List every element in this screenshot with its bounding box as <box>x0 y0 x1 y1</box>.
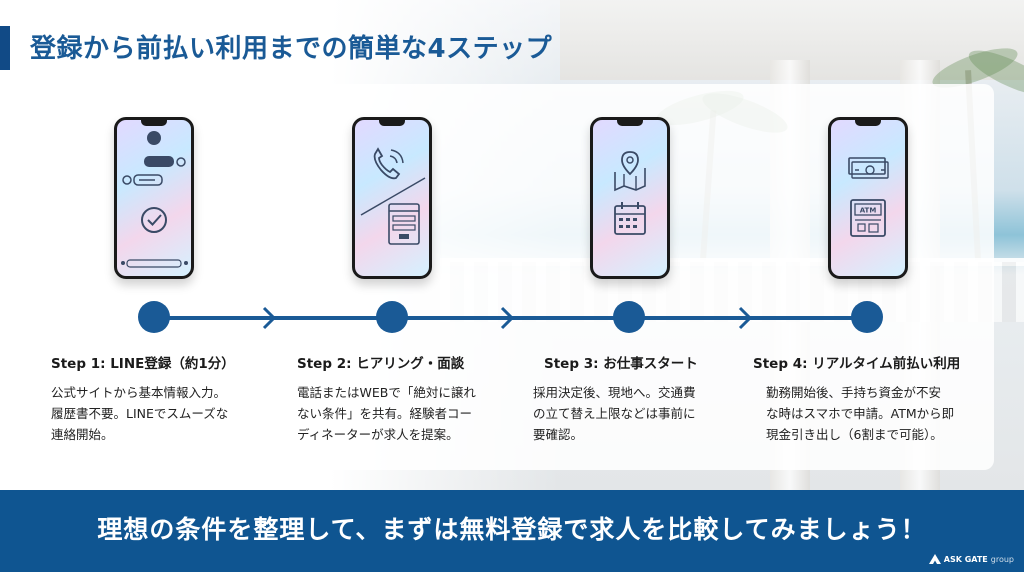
step-2-description: 電話またはWEBで「絶対に譲れ ない条件」を共有。経験者コー ディネーターが求人… <box>297 382 476 445</box>
chevron-right-icon <box>500 306 515 330</box>
brand-mark-icon <box>928 554 941 564</box>
phone-notch <box>855 120 881 126</box>
timeline-dot-step-1 <box>138 301 170 333</box>
step-1-title: Step 1: LINE登録（約1分） <box>51 356 235 372</box>
brand-name: ASK GATE <box>943 554 988 564</box>
chevron-right-icon <box>262 306 277 330</box>
step-3-title: Step 3: お仕事スタート <box>544 356 698 372</box>
step-4-line: な時はスマホで申請。ATMから即 <box>766 406 955 421</box>
timeline-dot-step-4 <box>851 301 883 333</box>
phone-step-2 <box>352 117 432 279</box>
step-3-line: 要確認。 <box>533 427 584 442</box>
step-1-line: 公式サイトから基本情報入力。 <box>51 385 227 400</box>
step-3-line: の立て替え上限などは事前に <box>533 406 696 421</box>
calendar-icon <box>614 202 646 235</box>
step-4-title: Step 4: リアルタイム前払い利用 <box>753 356 961 372</box>
brand-suffix: group <box>990 554 1014 564</box>
atm-label: ATM <box>860 207 877 215</box>
phone-notch <box>617 120 643 126</box>
phone-notch <box>379 120 405 126</box>
step-2-line: 電話またはWEBで「絶対に譲れ <box>297 385 476 400</box>
brand-logo: ASK GATE group <box>928 554 1014 564</box>
footer-banner: 理想の条件を整理して、まずは無料登録で求人を比較してみましょう！ ASK GAT… <box>0 490 1024 572</box>
phone-step-1 <box>114 117 194 279</box>
step-2-line: ない条件」を共有。経験者コー <box>297 406 473 421</box>
call-to-action-text: 理想の条件を整理して、まずは無料登録で求人を比較してみましょう！ <box>97 515 927 544</box>
step-2-line: ディネーターが求人を提案。 <box>297 427 459 442</box>
step-4-line: 勤務開始後、手持ち資金が不安 <box>766 385 942 400</box>
step-4-description: 勤務開始後、手持ち資金が不安 な時はスマホで申請。ATMから即 現金引き出し（6… <box>766 382 954 445</box>
map-pin-icon <box>614 151 646 192</box>
title-accent-bar <box>0 26 10 70</box>
step-1-line: 履歴書不要。LINEでスムーズな <box>51 406 229 421</box>
phone-step-4: ATM <box>828 117 908 279</box>
phone-step-3 <box>590 117 670 279</box>
step-2-title: Step 2: ヒアリング・面談 <box>297 356 465 372</box>
page-title: 登録から前払い利用までの簡単な4ステップ <box>30 34 553 64</box>
phone-call-icon <box>360 147 426 216</box>
step-1-line: 連絡開始。 <box>51 427 114 442</box>
phone-notch <box>141 120 167 126</box>
cash-icon <box>848 157 889 179</box>
step-4-line: 現金引き出し（6割まで可能）。 <box>766 427 943 442</box>
timeline-dot-step-2 <box>376 301 408 333</box>
timeline-dot-step-3 <box>613 301 645 333</box>
step-3-line: 採用決定後、現地へ。交通費 <box>533 385 696 400</box>
chat-icon <box>121 131 188 268</box>
web-form-icon <box>388 203 420 245</box>
step-1-description: 公式サイトから基本情報入力。 履歴書不要。LINEでスムーズな 連絡開始。 <box>51 382 228 445</box>
step-3-description: 採用決定後、現地へ。交通費 の立て替え上限などは事前に 要確認。 <box>533 382 696 445</box>
check-circle-icon <box>141 207 167 233</box>
atm-icon: ATM <box>850 199 886 237</box>
chevron-right-icon <box>738 306 753 330</box>
